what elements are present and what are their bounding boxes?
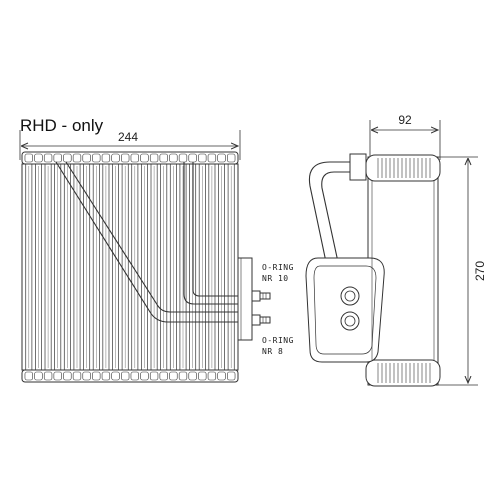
front-view (19, 130, 271, 383)
width-dimension-label: 244 (118, 130, 138, 144)
side-bottom-ribs (377, 363, 431, 383)
bottom-header-segment (63, 371, 72, 381)
bottom-header-segment (188, 371, 197, 381)
bottom-header-segment (34, 371, 43, 381)
top-header-segment (198, 153, 207, 163)
bottom-header-segment (198, 371, 207, 381)
bottom-header-segment (82, 371, 91, 381)
top-header-segment (111, 153, 120, 163)
bottom-header-segment (140, 371, 149, 381)
depth-dimension-label: 92 (398, 113, 412, 127)
top-header-segment (24, 153, 33, 163)
bottom-header-segment (101, 371, 111, 381)
bottom-header-segment (24, 371, 33, 381)
upper-oring-label-1: O-RING (262, 263, 294, 272)
side-pipe-collar (349, 153, 367, 181)
bottom-header-segment (169, 371, 178, 381)
top-header-segment (43, 153, 53, 163)
bottom-header-segment (207, 371, 217, 381)
top-header-segment (72, 153, 82, 163)
side-port-lower (340, 311, 360, 331)
diagram-title: RHD - only (20, 116, 104, 135)
side-port-upper (340, 286, 360, 306)
bottom-header-segment (217, 371, 226, 381)
upper-fitting (251, 290, 271, 302)
lower-oring-label-2: NR 8 (262, 347, 283, 356)
side-pipe-outer (308, 161, 366, 263)
vertical-outlet-pipe-outer (183, 162, 238, 305)
side-top-tank (365, 154, 441, 182)
side-bottom-tank (365, 359, 441, 387)
connection-block (237, 257, 253, 341)
bottom-header-segment (159, 371, 168, 381)
lower-fitting (251, 314, 271, 326)
side-flange-block (305, 257, 385, 363)
top-header-segment (63, 153, 72, 163)
top-header-segment (149, 153, 159, 163)
bottom-header-segment (92, 371, 101, 381)
core-tubes (25, 164, 235, 370)
top-header-segment (34, 153, 43, 163)
side-pipe-inner (321, 171, 366, 263)
side-flange-inner (313, 265, 377, 355)
bottom-header-segments (24, 371, 236, 381)
bottom-header-segment (53, 371, 62, 381)
bottom-header-segment (178, 371, 188, 381)
lower-oring-label-1: O-RING (262, 336, 294, 345)
top-header-segments (24, 153, 236, 163)
top-header-segment (207, 153, 217, 163)
top-header-segment (130, 153, 139, 163)
top-header-segment (217, 153, 226, 163)
height-dimension-label: 270 (473, 261, 487, 281)
bottom-header-segment (130, 371, 139, 381)
bottom-header-segment (111, 371, 120, 381)
top-header-segment (188, 153, 197, 163)
side-top-ribs (377, 158, 431, 178)
top-header-segment (121, 153, 130, 163)
top-header-segment (159, 153, 168, 163)
top-header-tank (21, 151, 239, 165)
bottom-header-segment (121, 371, 130, 381)
top-header-segment (169, 153, 178, 163)
top-header-segment (92, 153, 101, 163)
top-header-segment (101, 153, 111, 163)
bottom-header-segment (72, 371, 82, 381)
diagonal-inlet-pipe-inner (65, 161, 238, 313)
bottom-header-tank (21, 369, 239, 383)
top-header-segment (178, 153, 188, 163)
upper-oring-label-2: NR 10 (262, 274, 289, 283)
top-header-segment (227, 153, 236, 163)
side-view (305, 120, 478, 387)
top-header-segment (53, 153, 62, 163)
top-header-segment (140, 153, 149, 163)
diagonal-inlet-pipe-outer (55, 161, 238, 323)
bottom-header-segment (227, 371, 236, 381)
vertical-outlet-pipe-inner (192, 162, 238, 297)
bottom-header-segment (43, 371, 53, 381)
bottom-header-segment (149, 371, 159, 381)
top-header-segment (82, 153, 91, 163)
